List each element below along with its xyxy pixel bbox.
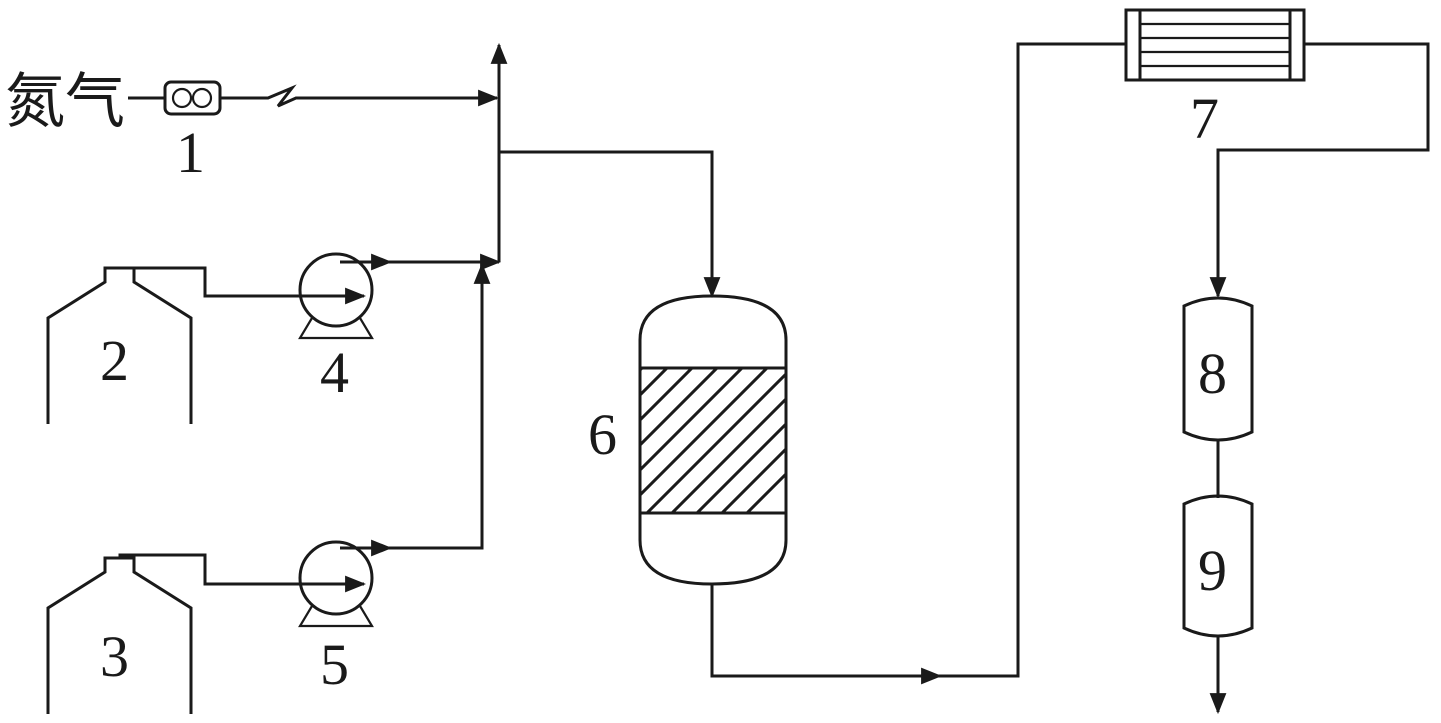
- condenser-7: [1124, 8, 1306, 82]
- fixed-bed-reactor-6: [638, 294, 788, 586]
- label-3: 3: [100, 624, 129, 689]
- label-2: 2: [100, 328, 129, 393]
- gas-flowmeter-1: [163, 80, 222, 116]
- feed-tank-2: [46, 266, 193, 424]
- check-valve: [262, 84, 300, 108]
- pump-5: [290, 540, 374, 628]
- separator-8: [1182, 296, 1254, 442]
- collector-9: [1182, 494, 1254, 638]
- label-6: 6: [588, 402, 617, 467]
- label-1: 1: [176, 120, 205, 185]
- catalyst-bed: [640, 368, 785, 513]
- pump-4: [290, 252, 374, 340]
- label-8: 8: [1198, 341, 1227, 406]
- nitrogen-label: 氮气: [5, 67, 125, 137]
- label-9: 9: [1198, 538, 1227, 603]
- label-5: 5: [320, 632, 349, 697]
- label-7: 7: [1190, 86, 1219, 151]
- label-4: 4: [320, 340, 349, 405]
